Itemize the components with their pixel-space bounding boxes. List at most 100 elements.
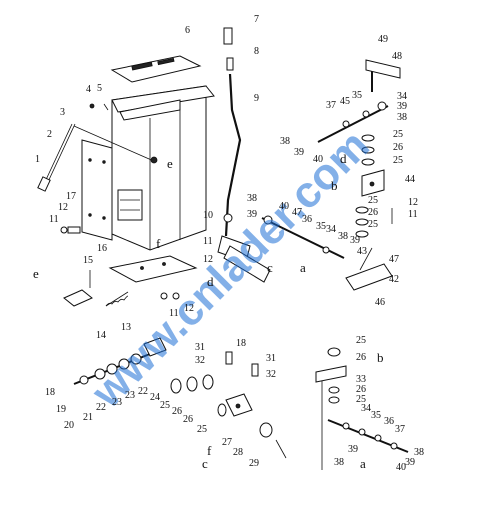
callout-c29: 29 xyxy=(249,458,259,469)
callout-c38d: 38 xyxy=(338,231,348,242)
callout-c11a: 11 xyxy=(49,214,59,225)
callout-c38e: 38 xyxy=(414,447,424,458)
side-panel xyxy=(81,139,113,241)
callout-c11b: 11 xyxy=(203,236,213,247)
callout-c47a: 47 xyxy=(292,207,302,218)
callout-c9: 9 xyxy=(254,93,259,104)
callout-c38a: 38 xyxy=(397,112,407,123)
callout-c12a: 12 xyxy=(58,202,68,213)
bracket-14-spring-13 xyxy=(63,270,129,307)
callout-c42: 42 xyxy=(389,274,399,285)
callout-c25a: 25 xyxy=(393,129,403,140)
callout-c39c: 39 xyxy=(247,209,257,220)
handle-48-49 xyxy=(365,59,401,92)
pedal-arm-46 xyxy=(345,247,393,291)
callout-c25d: 25 xyxy=(368,219,378,230)
top-cover xyxy=(110,55,202,83)
callout-c12c: 12 xyxy=(184,303,194,314)
callout-c23a: 23 xyxy=(125,390,135,401)
callout-c26a: 26 xyxy=(393,142,403,153)
fasteners-11-12-left xyxy=(60,226,81,234)
callout-c31a: 31 xyxy=(195,342,205,353)
callout-c37b: 37 xyxy=(395,424,405,435)
pin-assembly-34-40 xyxy=(327,419,409,453)
lever-knob-7-8 xyxy=(223,27,234,71)
callout-c38c: 38 xyxy=(247,193,257,204)
callout-c19: 19 xyxy=(56,404,66,415)
callout-c26e: 26 xyxy=(356,352,366,363)
letter-la: a xyxy=(300,260,306,275)
callout-c39d: 39 xyxy=(350,235,360,246)
callout-c25c: 25 xyxy=(368,195,378,206)
callout-c39a: 39 xyxy=(397,101,407,112)
callout-c49: 49 xyxy=(378,34,388,45)
callout-c25e: 25 xyxy=(160,400,170,411)
callout-c34c: 34 xyxy=(361,403,371,414)
letter-lc2: c xyxy=(202,456,208,471)
callout-c7: 7 xyxy=(254,14,259,25)
callout-c23b: 23 xyxy=(112,397,122,408)
callout-c43: 43 xyxy=(357,246,367,257)
callout-c5: 5 xyxy=(97,83,102,94)
bushings-25-26-right xyxy=(327,347,341,404)
roller-28-29 xyxy=(259,422,287,459)
callout-c46: 46 xyxy=(375,297,385,308)
callout-c27: 27 xyxy=(222,437,232,448)
callout-c39b: 39 xyxy=(294,147,304,158)
base-plate-16 xyxy=(108,255,198,283)
callout-c36b: 36 xyxy=(384,416,394,427)
callout-c18a: 18 xyxy=(236,338,246,349)
callout-c24: 24 xyxy=(150,392,160,403)
callout-c39e: 39 xyxy=(405,457,415,468)
callout-c47b: 47 xyxy=(389,254,399,265)
callout-c3: 3 xyxy=(60,107,65,118)
callout-c11c: 11 xyxy=(169,308,179,319)
callout-c16: 16 xyxy=(97,243,107,254)
fasteners-31-32 xyxy=(225,351,259,377)
letter-ld2: d xyxy=(340,151,347,166)
callout-c2: 2 xyxy=(47,129,52,140)
letter-ld: d xyxy=(207,274,214,289)
callout-c35c: 35 xyxy=(371,410,381,421)
shaft-33 xyxy=(315,365,347,470)
callout-c10: 10 xyxy=(203,210,213,221)
callout-c25b: 25 xyxy=(393,155,403,166)
letter-le: e xyxy=(167,156,173,171)
callout-c21: 21 xyxy=(83,412,93,423)
callout-c22a: 22 xyxy=(138,386,148,397)
bolts-4-5 xyxy=(89,103,109,111)
callout-c14: 14 xyxy=(96,330,106,341)
callout-c31b: 31 xyxy=(266,353,276,364)
callout-c37a: 37 xyxy=(326,100,336,111)
callout-c25h: 25 xyxy=(356,394,366,405)
bushings-25-26-lower xyxy=(355,206,369,238)
callout-c38b: 38 xyxy=(280,136,290,147)
bracket-44 xyxy=(361,169,385,197)
callout-c39f: 39 xyxy=(348,444,358,455)
callout-c38f: 38 xyxy=(334,457,344,468)
console-housing xyxy=(111,85,215,251)
callout-c33: 33 xyxy=(356,374,366,385)
callout-c40a: 40 xyxy=(313,154,323,165)
callout-c35a: 35 xyxy=(352,90,362,101)
callout-c48: 48 xyxy=(392,51,402,62)
callout-c1: 1 xyxy=(35,154,40,165)
bushings-25-26-bottom xyxy=(170,374,227,417)
letter-lf2: f xyxy=(207,443,212,458)
callout-c32a: 32 xyxy=(195,355,205,366)
callout-c28: 28 xyxy=(233,447,243,458)
callout-c12d: 12 xyxy=(408,197,418,208)
fasteners-11-12-lower xyxy=(160,292,180,300)
letter-lb: b xyxy=(331,178,338,193)
letter-lc: c xyxy=(267,260,273,275)
callout-c13: 13 xyxy=(121,322,131,333)
linkage-rod-1-2-3 xyxy=(37,123,158,192)
shift-lever-9 xyxy=(217,73,271,283)
callout-c26d: 26 xyxy=(183,414,193,425)
callout-c15: 15 xyxy=(83,255,93,266)
callout-c32b: 32 xyxy=(266,369,276,380)
bracket-27 xyxy=(225,393,253,417)
callout-c26c: 26 xyxy=(172,406,182,417)
